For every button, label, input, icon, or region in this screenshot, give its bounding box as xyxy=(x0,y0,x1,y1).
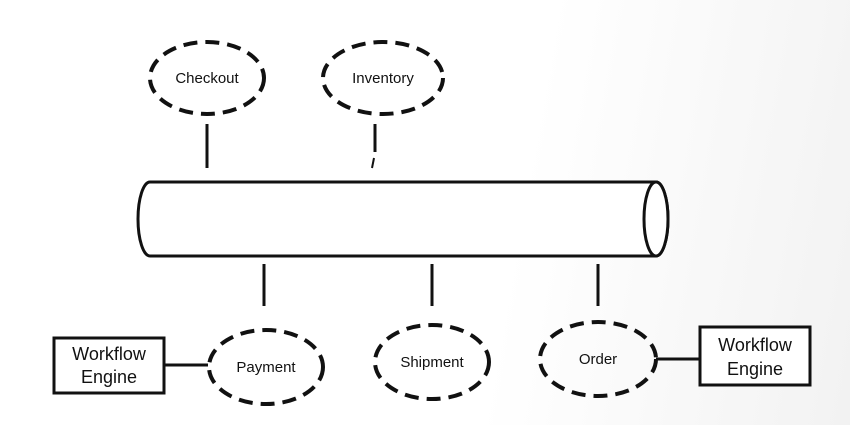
service-checkout-label: Checkout xyxy=(175,70,239,87)
service-order: Order xyxy=(538,320,658,398)
service-payment-label: Payment xyxy=(236,359,296,376)
workflow-engine-left-line1: Workflow xyxy=(72,344,147,364)
service-checkout: Checkout xyxy=(148,40,266,116)
connector-inventory-bus-tail xyxy=(371,157,375,169)
workflow-engine-right-line2: Engine xyxy=(727,359,783,379)
service-inventory-label: Inventory xyxy=(352,70,414,87)
workflow-engine-right: Workflow Engine xyxy=(698,325,812,387)
service-inventory: Inventory xyxy=(321,40,445,116)
workflow-engine-right-line1: Workflow xyxy=(718,335,793,355)
message-bus-cylinder xyxy=(136,180,670,258)
workflow-engine-left: Workflow Engine xyxy=(52,336,166,395)
workflow-engine-left-line2: Engine xyxy=(81,367,137,387)
service-order-label: Order xyxy=(579,351,617,368)
service-payment: Payment xyxy=(207,328,325,406)
service-shipment-label: Shipment xyxy=(400,354,464,371)
service-shipment: Shipment xyxy=(373,323,491,401)
